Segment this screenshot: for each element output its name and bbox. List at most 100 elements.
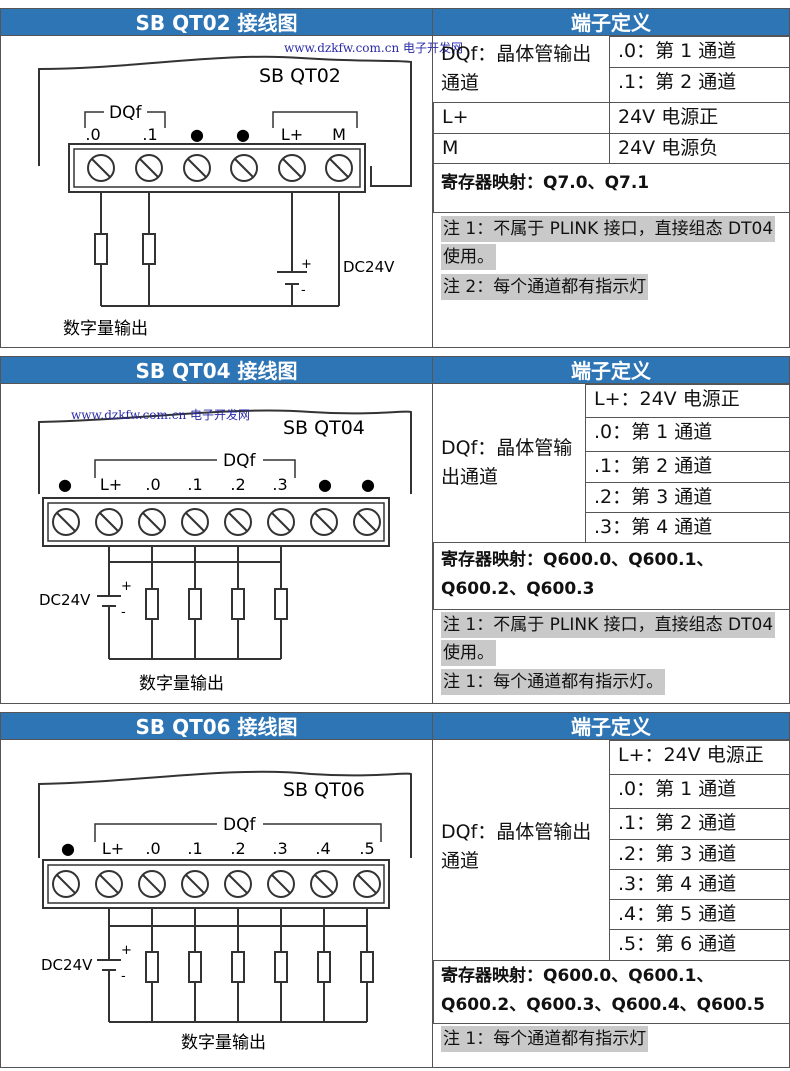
channel-row: L+：24V 电源正 xyxy=(585,384,790,418)
output-caption: 数字量输出 xyxy=(139,674,224,694)
terminal-label: .1 xyxy=(142,125,157,144)
terminal-label: .0 xyxy=(145,839,160,858)
section-sb-qt02: SB QT02 接线图 端子定义 SB QT02 DQf .0 .1 ● ● L… xyxy=(0,8,790,348)
load-resistor xyxy=(231,951,245,983)
power-label: L+ xyxy=(433,102,610,134)
channel-row: L+：24V 电源正 xyxy=(609,740,790,775)
terminal-label: ● xyxy=(61,839,75,858)
channel-row: .0：第 1 通道 xyxy=(609,36,790,68)
power-label: M xyxy=(433,133,610,164)
note-line: 注 2：每个通道都有指示灯 xyxy=(441,274,649,300)
screw-icon xyxy=(310,508,338,536)
terminal-block xyxy=(42,859,390,909)
load-resistor xyxy=(188,588,202,620)
register-map: 寄存器映射：Q7.0、Q7.1 xyxy=(441,173,650,193)
minus-sign: - xyxy=(121,605,126,620)
note-line: 注 1：不属于 PLINK 接口，直接组态 DT04 xyxy=(441,612,776,638)
terminal-label: .2 xyxy=(230,839,245,858)
screw-icon xyxy=(278,154,306,182)
channel-group-label: DQf：晶体管输出通道 xyxy=(441,43,592,94)
supply-label: DC24V xyxy=(343,258,395,276)
register-row xyxy=(433,960,790,1024)
screw-terminals xyxy=(52,508,381,536)
wiring-diagram: SB QT02 DQf .0 .1 ● ● L+ M xyxy=(38,55,412,339)
channel-row: .5：第 6 通道 xyxy=(609,929,790,961)
minus-sign: - xyxy=(301,283,306,298)
channel-row: .3：第 4 通道 xyxy=(609,869,790,900)
note-line: 注 1：不属于 PLINK 接口，直接组态 DT04 xyxy=(441,216,776,242)
terminal-label: .2 xyxy=(230,475,245,494)
plus-sign: + xyxy=(301,257,312,272)
screw-icon xyxy=(267,508,295,536)
channel-row: .0：第 1 通道 xyxy=(609,774,790,809)
screw-icon xyxy=(181,508,209,536)
screw-icon xyxy=(138,508,166,536)
power-desc: 24V 电源正 xyxy=(609,102,790,134)
terminal-label: .4 xyxy=(315,839,330,858)
load-resistor xyxy=(360,951,374,983)
section-sb-qt04: SB QT04 接线图 端子定义 SB QT04 DQf ● L+ .0 .1 … xyxy=(0,356,790,704)
load-resistor xyxy=(142,233,156,265)
load-resistor xyxy=(188,951,202,983)
group-label: DQf xyxy=(109,103,142,123)
screw-icon xyxy=(224,870,252,898)
channel-row: .1：第 2 通道 xyxy=(609,808,790,840)
screw-icon xyxy=(138,870,166,898)
terminal-label: L+ xyxy=(281,125,303,144)
wiring-diagram: SB QT06 DQf ● L+ .0 .1 .2 .3 .4 .5 xyxy=(38,770,412,1053)
terminal-table: DQf：晶体管输出通道 L+：24V 电源正 .0：第 1 通道 .1：第 2 … xyxy=(432,383,790,704)
channel-row: .1：第 2 通道 xyxy=(585,451,790,483)
group-label: DQf xyxy=(223,451,256,471)
terminal-label: ● xyxy=(361,475,375,494)
terminal-table: DQf：晶体管输出通道 L+：24V 电源正 .0：第 1 通道 .1：第 2 … xyxy=(432,739,790,1068)
terminal-label: ● xyxy=(236,125,250,144)
screw-icon xyxy=(353,870,381,898)
group-label: DQf xyxy=(223,815,256,835)
screw-icon xyxy=(325,154,353,182)
terminal-header: 端子定义 xyxy=(432,8,790,36)
screw-icon xyxy=(52,508,80,536)
power-desc: 24V 电源负 xyxy=(609,133,790,164)
screw-icon xyxy=(183,154,211,182)
plus-sign: + xyxy=(121,579,132,594)
channel-row: .2：第 3 通道 xyxy=(609,839,790,870)
module-name: SB QT02 xyxy=(259,65,341,87)
screw-terminals xyxy=(52,870,381,898)
channel-row: .2：第 3 通道 xyxy=(585,482,790,513)
note-line: 使用。 xyxy=(441,640,496,666)
screw-icon xyxy=(87,154,115,182)
screw-icon xyxy=(95,870,123,898)
terminal-label: .5 xyxy=(359,839,374,858)
register-map: 寄存器映射：Q600.0、Q600.1、Q600.2、Q600.3、Q600.4… xyxy=(441,966,765,1015)
note-line: 注 1：每个通道都有指示灯 xyxy=(441,1026,649,1052)
load-resistor xyxy=(94,233,108,265)
channel-row: .1：第 2 通道 xyxy=(609,67,790,103)
note-line: 注 1：每个通道都有指示灯。 xyxy=(441,669,666,695)
supply-label: DC24V xyxy=(39,591,91,609)
terminal-label: .1 xyxy=(187,475,202,494)
screw-icon xyxy=(52,870,80,898)
load-resistor xyxy=(274,588,288,620)
terminal-header: 端子定义 xyxy=(432,712,790,740)
screw-icon xyxy=(353,508,381,536)
terminal-label: ● xyxy=(318,475,332,494)
wiring-diagram-pane: SB QT06 DQf ● L+ .0 .1 .2 .3 .4 .5 xyxy=(0,739,433,1068)
load-resistor xyxy=(231,588,245,620)
terminal-labels: .0 .1 ● ● L+ M xyxy=(85,125,346,144)
channel-row: .0：第 1 通道 xyxy=(585,417,790,452)
terminal-label: ● xyxy=(58,475,72,494)
terminal-label: .0 xyxy=(145,475,160,494)
wiring-diagram-pane: SB QT04 DQf ● L+ .0 .1 .2 .3 ● ● xyxy=(0,383,433,704)
minus-sign: - xyxy=(121,969,126,984)
terminal-block xyxy=(68,143,366,193)
output-caption: 数字量输出 xyxy=(181,1033,266,1053)
wiring-header: SB QT06 接线图 xyxy=(0,712,433,740)
wiring-diagram-pane: SB QT02 DQf .0 .1 ● ● L+ M xyxy=(0,35,463,348)
screw-icon xyxy=(310,870,338,898)
terminal-label: L+ xyxy=(102,839,124,858)
register-row xyxy=(433,163,790,213)
wiring xyxy=(97,546,288,660)
register-row xyxy=(433,542,790,610)
terminal-labels: ● L+ .0 .1 .2 .3 ● ● xyxy=(58,475,375,494)
channel-row: .3：第 4 通道 xyxy=(585,512,790,543)
